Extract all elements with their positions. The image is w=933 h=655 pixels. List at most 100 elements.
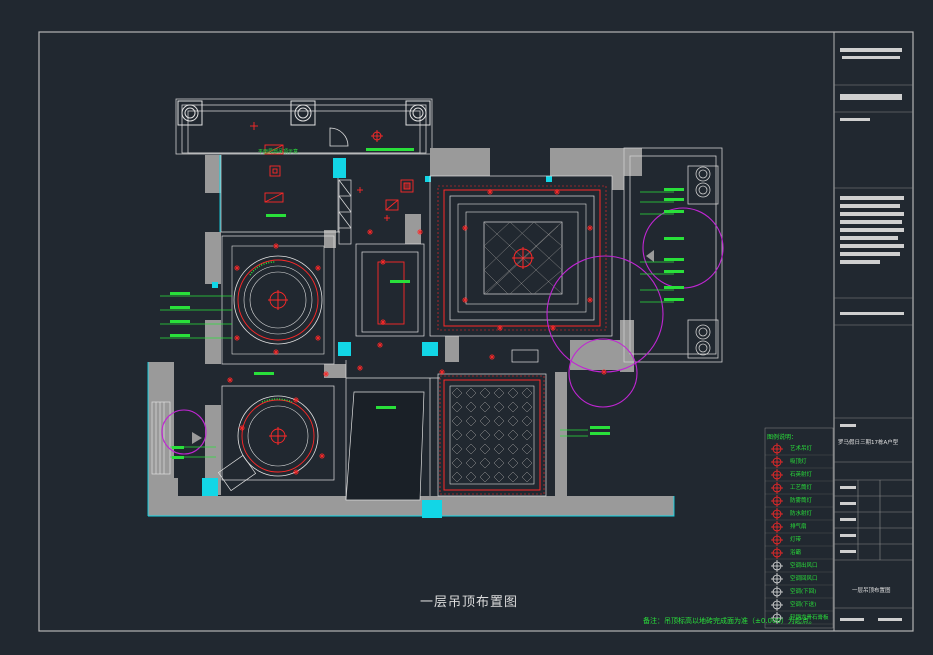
ceiling-tile [507, 457, 519, 469]
top-left-note: 平面局部吊顶示意 [258, 149, 299, 155]
ceiling-tile [521, 457, 533, 469]
terrace-right [623, 147, 723, 363]
spotlights [227, 189, 607, 475]
ceiling-tile [493, 429, 505, 441]
ac-return-icon [765, 573, 833, 586]
ceiling-tile [521, 429, 533, 441]
title-block-drawing-name: 一层吊顶布置图 [852, 588, 891, 594]
legend-item: 工艺筒灯 [768, 481, 830, 495]
ceiling-tile [479, 429, 491, 441]
legend-item: 防水射灯 [768, 507, 830, 521]
ceiling-tile [507, 387, 519, 399]
spotlight-symbol [293, 397, 299, 403]
legend-item: 空调出风口 [768, 559, 830, 573]
spotlight-symbol [367, 229, 373, 235]
spotlight-symbol [601, 369, 607, 375]
spotlight-symbol [293, 469, 299, 475]
ac-outlet-icon [765, 560, 833, 573]
ceiling-tile [465, 401, 477, 413]
ceiling-tile [451, 457, 463, 469]
legend-frame [764, 427, 834, 629]
light-strips [437, 185, 607, 495]
legend-item: 灯带 [768, 533, 830, 547]
ceiling-tile [451, 415, 463, 427]
spotlight-symbol [319, 453, 325, 459]
ceiling-tile [479, 457, 491, 469]
ceiling-tile [465, 415, 477, 427]
ceiling-tile [451, 387, 463, 399]
fog-downlight-icon [765, 495, 833, 508]
corridor [345, 243, 440, 501]
gypsum-board-icon [765, 612, 833, 625]
legend-item: 排气扇 [768, 520, 830, 534]
ceiling-tile [507, 471, 519, 483]
spotlight-symbol [227, 377, 233, 383]
ceiling-tile [493, 471, 505, 483]
revision-circles [161, 207, 724, 455]
ceiling-lamp-icon [765, 456, 833, 469]
drawing-frame [38, 31, 914, 632]
legend-item-label: 浴霸 [790, 550, 802, 556]
arrow-markers [192, 250, 654, 444]
terrace-top-left [175, 98, 433, 155]
ceiling-tile [479, 471, 491, 483]
spotlight-symbol [315, 335, 321, 341]
spotlight-symbol [554, 189, 560, 195]
legend-item-label: 防水射灯 [790, 511, 813, 517]
spotlight-symbol [239, 425, 245, 431]
spotlight-symbol [487, 189, 493, 195]
bay-left [151, 401, 171, 475]
ceiling-tile [507, 443, 519, 455]
bath-heater-icon [765, 547, 833, 560]
ceiling-tile [493, 401, 505, 413]
legend-item-label: 灯带 [790, 537, 802, 543]
chandelier-icon [765, 443, 833, 456]
ceiling-grid [437, 349, 547, 497]
round-ceiling-lower [217, 385, 335, 492]
spotlight-symbol [273, 349, 279, 355]
ceiling-tile [451, 443, 463, 455]
legend-item: 吸顶灯 [768, 455, 830, 469]
waterproof-spot-icon [765, 508, 833, 521]
lamps-top-left [250, 122, 414, 221]
legend-item: 防雾筒灯 [768, 494, 830, 508]
title-block [834, 84, 913, 609]
ceiling-tile [479, 443, 491, 455]
ceiling-main [429, 175, 613, 337]
ceiling-tile [465, 387, 477, 399]
light-strip-icon [765, 534, 833, 547]
spotlight-symbol [462, 225, 468, 231]
spotlight-symbol [357, 365, 363, 371]
title-block-fills [840, 48, 904, 621]
ceiling-tile [493, 387, 505, 399]
ceiling-tile [479, 387, 491, 399]
ceiling-tile [465, 429, 477, 441]
ceiling-tile [521, 443, 533, 455]
spotlight-symbol [273, 243, 279, 249]
drawing-note: 备注：吊顶标高以地砖完成面为准（±0.000）为起点。 [643, 617, 816, 625]
ceiling-tile [479, 415, 491, 427]
door-swing [329, 127, 349, 147]
legend-item-label: 防雾筒灯 [790, 498, 813, 504]
ceiling-tile [465, 457, 477, 469]
round-ceiling-upper [221, 235, 335, 365]
ceiling-tile [465, 443, 477, 455]
ceiling-tile [521, 387, 533, 399]
ceiling-tile [507, 401, 519, 413]
ceiling-tile [465, 471, 477, 483]
ceiling-tile [507, 429, 519, 441]
spotlight-symbol [417, 229, 423, 235]
ceiling-tile [493, 443, 505, 455]
legend-item-label: 空调回风口 [790, 576, 818, 582]
columns-cyan [202, 158, 552, 518]
ceiling-tile [451, 401, 463, 413]
legend-item: 石英射灯 [768, 468, 830, 482]
spotlight-symbol [462, 297, 468, 303]
ceiling-tile [479, 401, 491, 413]
ac-down-icon [765, 586, 833, 599]
drawing-title: 一层吊顶布置图 [420, 595, 519, 610]
spotlight-symbol [323, 371, 329, 377]
spotlight-icon [765, 469, 833, 482]
walls [148, 148, 674, 516]
